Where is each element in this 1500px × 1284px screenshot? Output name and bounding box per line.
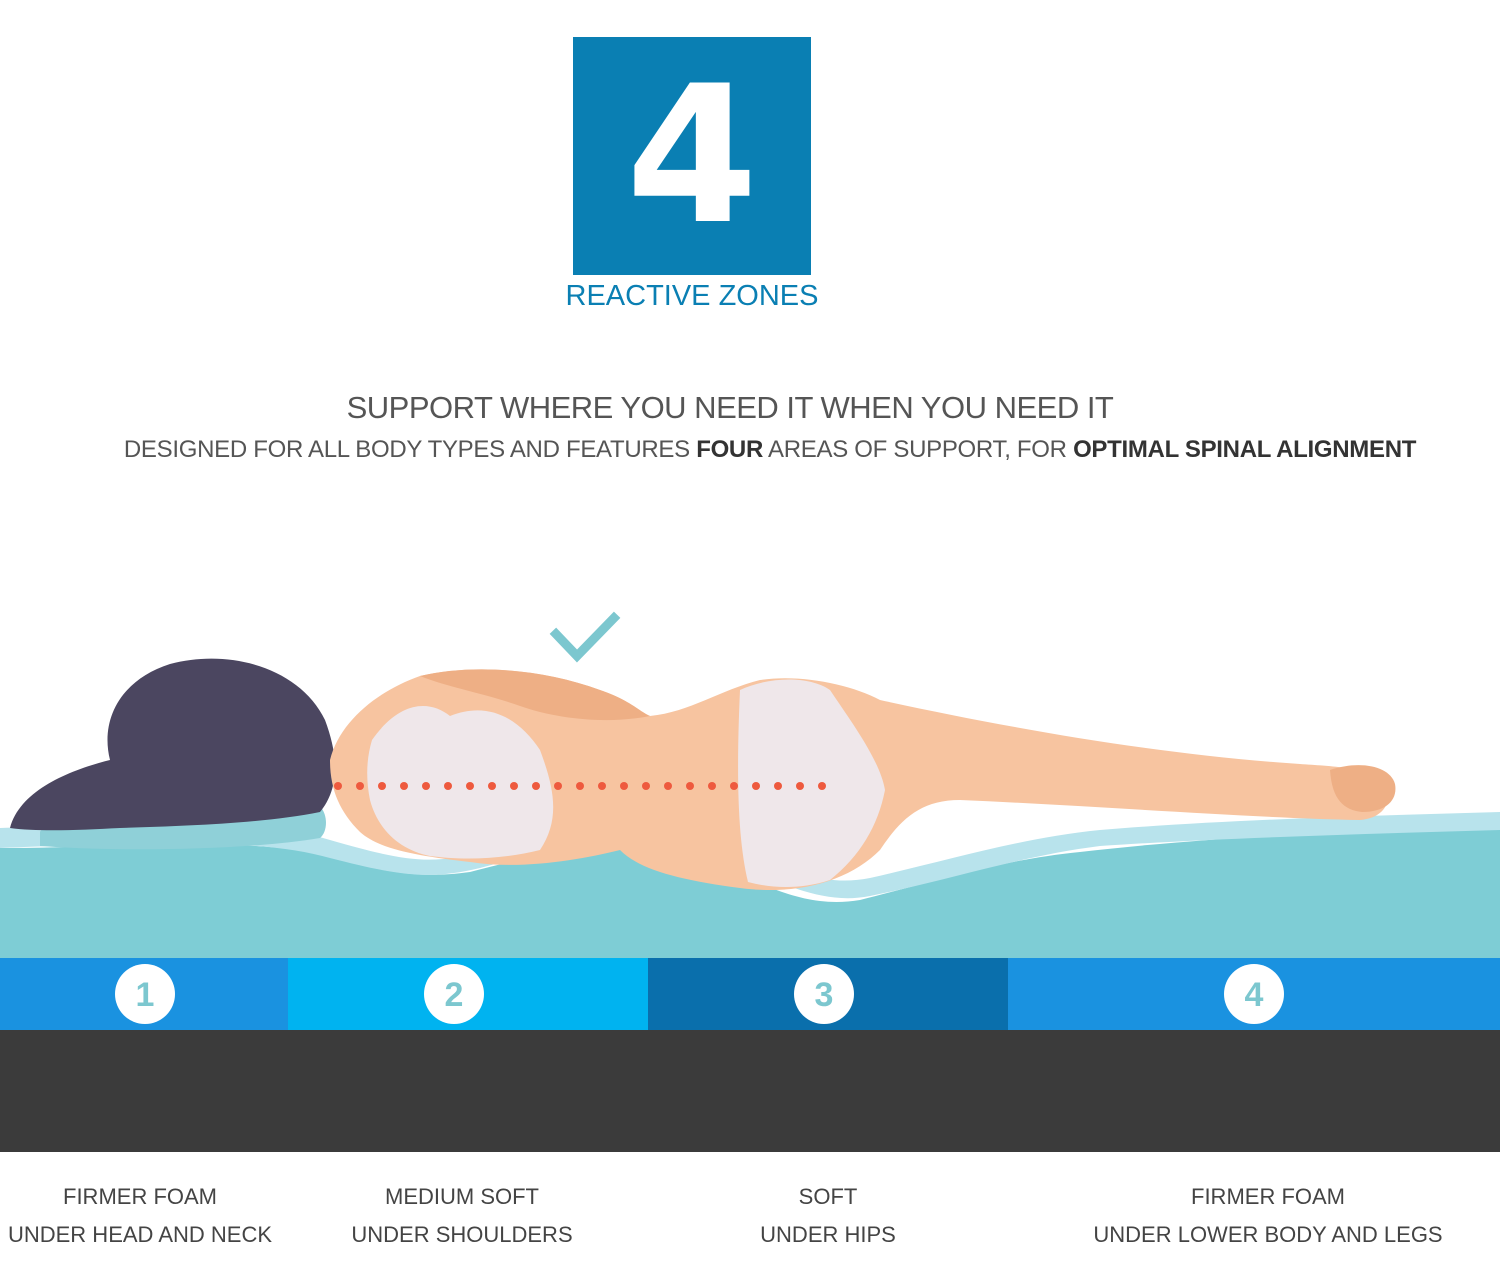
zone-number-4: 4 [1245,976,1264,1014]
feet [1330,765,1396,812]
check-icon [549,611,621,663]
zone-badge-1: 1 [115,964,175,1024]
subline-bold-1: FOUR [696,436,763,463]
subheadline: DESIGNED FOR ALL BODY TYPES AND FEATURES… [40,436,1500,464]
zone-caption-2: MEDIUM SOFT UNDER SHOULDERS [322,1178,602,1254]
zone-caption-1-desc: UNDER HEAD AND NECK [7,1222,273,1247]
zone-badge-4: 4 [1224,964,1284,1024]
foam-layer [0,826,1500,958]
zones-count-number: 4 [625,45,759,266]
foam-top-layer [0,812,1500,899]
zones-count-badge: 4 [573,37,811,275]
zone-badge-3: 3 [794,964,854,1024]
hair [10,658,336,831]
zone-badge-2: 2 [424,964,484,1024]
zone-caption-2-desc: UNDER SHOULDERS [351,1222,573,1247]
zone-caption-3-title: SOFT [798,1184,858,1209]
bottom-garment [738,679,885,887]
zone-caption-4-title: FIRMER FOAM [1191,1184,1345,1209]
zone-number-2: 2 [445,976,464,1014]
zone-caption-3-desc: UNDER HIPS [760,1222,896,1247]
zone-number-1: 1 [136,976,155,1014]
headline: SUPPORT WHERE YOU NEED IT WHEN YOU NEED … [346,390,1114,425]
zone-caption-3: SOFT UNDER HIPS [688,1178,968,1254]
zone-number-3: 3 [815,976,834,1014]
zone-caption-4: FIRMER FOAM UNDER LOWER BODY AND LEGS [1068,1178,1468,1254]
mattress-base-layer [0,1028,1500,1152]
zone-caption-1: FIRMER FOAM UNDER HEAD AND NECK [0,1178,280,1254]
zone-caption-4-desc: UNDER LOWER BODY AND LEGS [1093,1222,1443,1247]
subline-bold-2: OPTIMAL SPINAL ALIGNMENT [1073,436,1417,463]
zones-count-label: REACTIVE ZONES [565,280,819,312]
subline-text-2: AREAS OF SUPPORT, FOR [763,436,1074,463]
spine-alignment-dots [334,782,826,790]
shoulder-shading [420,669,650,721]
zone-caption-1-title: FIRMER FOAM [63,1184,217,1209]
zone-caption-2-title: MEDIUM SOFT [385,1184,539,1209]
top-garment [367,706,554,859]
subline-text-1: DESIGNED FOR ALL BODY TYPES AND FEATURES [123,436,697,463]
